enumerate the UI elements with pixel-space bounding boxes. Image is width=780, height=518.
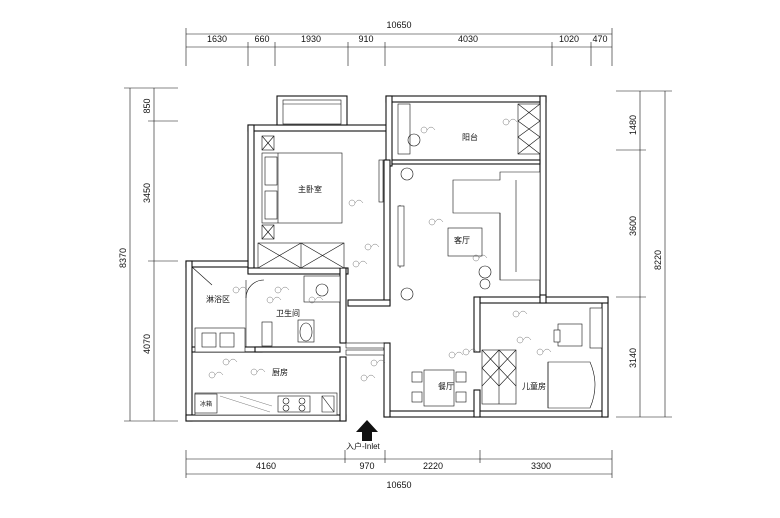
- living-room-label: 客厅: [454, 235, 470, 245]
- bottom-total-dimension: 10650: [386, 480, 411, 490]
- kids-bed: [547, 361, 596, 409]
- kids-room: 儿童房: [522, 307, 603, 409]
- bottom-dimension-3: 2220: [423, 461, 443, 471]
- top-dimension-7: 470: [592, 34, 607, 44]
- top-total-dimension: 10650: [386, 20, 411, 30]
- dining-room: 餐厅: [411, 349, 517, 407]
- left-dimension-3: 4070: [142, 334, 152, 354]
- top-dimension-3: 1930: [301, 34, 321, 44]
- right-dimension-2: 3600: [628, 216, 638, 236]
- fridge-label: 冰箱: [200, 400, 212, 408]
- living-room: 客厅: [397, 167, 541, 301]
- top-dimensions: 10650 1630 660 1930 910 4030 1020 470: [185, 20, 613, 66]
- bottom-dimension-2: 970: [359, 461, 374, 471]
- right-dimension-1: 1480: [628, 115, 638, 135]
- left-dimension-2: 3450: [142, 183, 152, 203]
- top-dimension-2: 660: [254, 34, 269, 44]
- fridge: [194, 393, 218, 414]
- bedroom-balcony: [276, 95, 348, 126]
- kitchen-label: 厨房: [272, 367, 288, 377]
- left-dimensions: 8370 850 3450 4070: [118, 87, 178, 422]
- master-bedroom: 主卧室: [257, 135, 384, 269]
- top-dimension-4: 910: [358, 34, 373, 44]
- entrance-marker[interactable]: 入户-Inlet: [346, 420, 381, 451]
- left-total-dimension: 8370: [118, 248, 128, 268]
- right-dimensions: 1480 3600 3140 8220: [616, 90, 672, 418]
- top-dimension-6: 1020: [559, 34, 579, 44]
- balcony: 阳台: [397, 103, 541, 155]
- bottom-dimensions: 4160 970 2220 3300 10650: [185, 450, 613, 490]
- tv-cabinet: [397, 205, 405, 267]
- master-bedroom-label: 主卧室: [298, 184, 322, 194]
- walls: [185, 95, 609, 422]
- balcony-label: 阳台: [462, 132, 478, 142]
- desk-chair: [557, 323, 583, 347]
- bottom-dimension-1: 4160: [256, 461, 276, 471]
- stove: [277, 395, 311, 413]
- left-dimension-1: 850: [142, 98, 152, 113]
- entrance-label: 入户-Inlet: [346, 441, 381, 451]
- dining-table: [423, 369, 455, 407]
- entrance-arrow-icon: [356, 420, 378, 441]
- bottom-dimension-4: 3300: [531, 461, 551, 471]
- dining-room-label: 餐厅: [438, 382, 454, 391]
- kitchen: 冰箱 厨房: [194, 327, 338, 416]
- bathroom-label: 卫生间: [276, 308, 300, 318]
- kids-room-label: 儿童房: [522, 381, 546, 391]
- sliding-door: [345, 342, 385, 356]
- right-total-dimension: 8220: [653, 250, 663, 270]
- bath-vanity: [303, 275, 341, 303]
- fixture-symbols: [208, 118, 552, 382]
- top-dimension-1: 1630: [207, 34, 227, 44]
- shower-area-label: 淋浴区: [206, 294, 230, 304]
- right-dimension-3: 3140: [628, 348, 638, 368]
- sofa: [452, 171, 541, 281]
- top-dimension-5: 4030: [458, 34, 478, 44]
